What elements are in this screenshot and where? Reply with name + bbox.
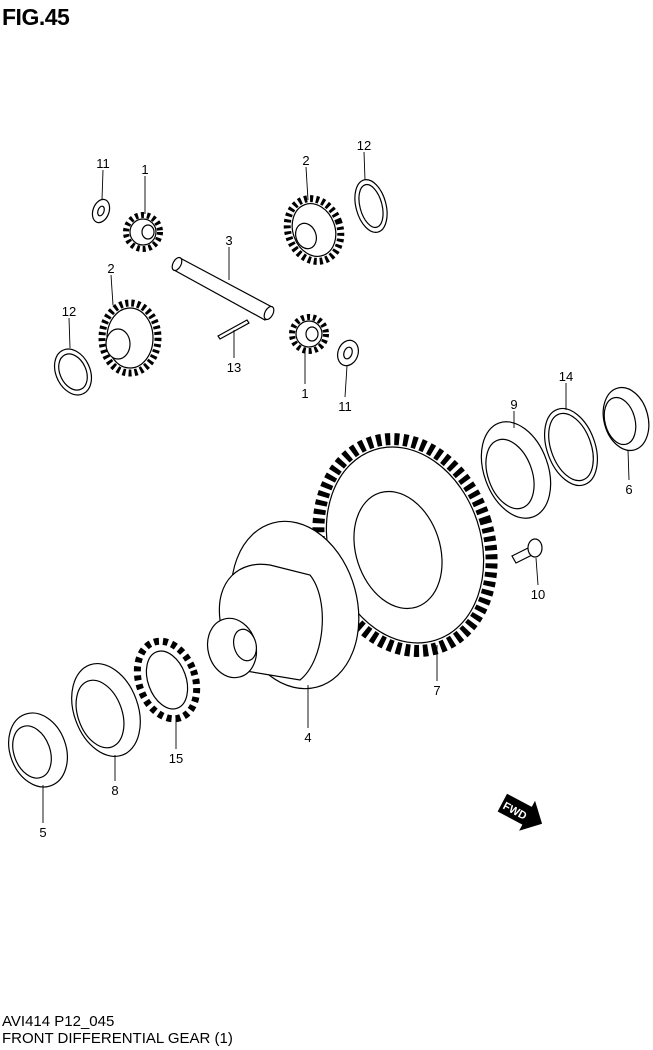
- leader-lines: [42, 151, 630, 823]
- callout-8: 8: [111, 783, 118, 798]
- callout-12: 12: [62, 304, 76, 319]
- diagram-code: AVI414 P12_045: [2, 1013, 115, 1030]
- part-bearing-9[interactable]: [469, 412, 563, 528]
- callout-14: 14: [559, 369, 573, 384]
- callout-11: 11: [96, 156, 110, 171]
- callout-15: 15: [169, 751, 183, 766]
- part-oil-seal-5[interactable]: [0, 705, 77, 796]
- callout-7: 7: [433, 683, 440, 698]
- part-washer-11-upper[interactable]: [89, 197, 112, 225]
- part-bearing-8[interactable]: [60, 654, 153, 766]
- callout-6: 6: [625, 482, 632, 497]
- part-side-gear-2-lower[interactable]: [98, 299, 162, 377]
- part-shim-12-lower[interactable]: [47, 343, 98, 401]
- fwd-direction-arrow: FWD: [497, 793, 543, 831]
- part-lock-plate-15[interactable]: [127, 633, 207, 727]
- part-bolt-10[interactable]: [511, 538, 543, 564]
- part-side-gear-2-upper[interactable]: [279, 191, 350, 269]
- part-ring-gear-7[interactable]: [292, 416, 519, 673]
- callout-5: 5: [39, 825, 46, 840]
- part-washer-11-lower[interactable]: [334, 337, 362, 368]
- part-shim-12-upper[interactable]: [350, 176, 393, 236]
- callout-13: 13: [227, 360, 241, 375]
- part-differential-case-4[interactable]: [201, 507, 377, 703]
- callout-2: 2: [107, 261, 114, 276]
- callout-4: 4: [304, 730, 311, 745]
- callout-11: 11: [338, 399, 352, 414]
- callout-3: 3: [225, 233, 232, 248]
- part-pinion-gear-1-lower[interactable]: [289, 314, 329, 354]
- diagram-caption: FRONT DIFFERENTIAL GEAR (1): [2, 1030, 233, 1047]
- part-pinion-shaft-3[interactable]: [170, 256, 276, 321]
- callout-2: 2: [302, 153, 309, 168]
- callout-10: 10: [531, 587, 545, 602]
- part-oil-seal-6[interactable]: [596, 382, 653, 455]
- callout-12: 12: [357, 138, 371, 153]
- callout-1: 1: [301, 386, 308, 401]
- callout-1: 1: [141, 162, 148, 177]
- callout-9: 9: [510, 397, 517, 412]
- part-shim-14[interactable]: [535, 401, 607, 493]
- part-pin-13[interactable]: [217, 319, 250, 340]
- part-pinion-gear-1-upper[interactable]: [123, 212, 163, 252]
- figure-title: FIG.45: [2, 4, 70, 30]
